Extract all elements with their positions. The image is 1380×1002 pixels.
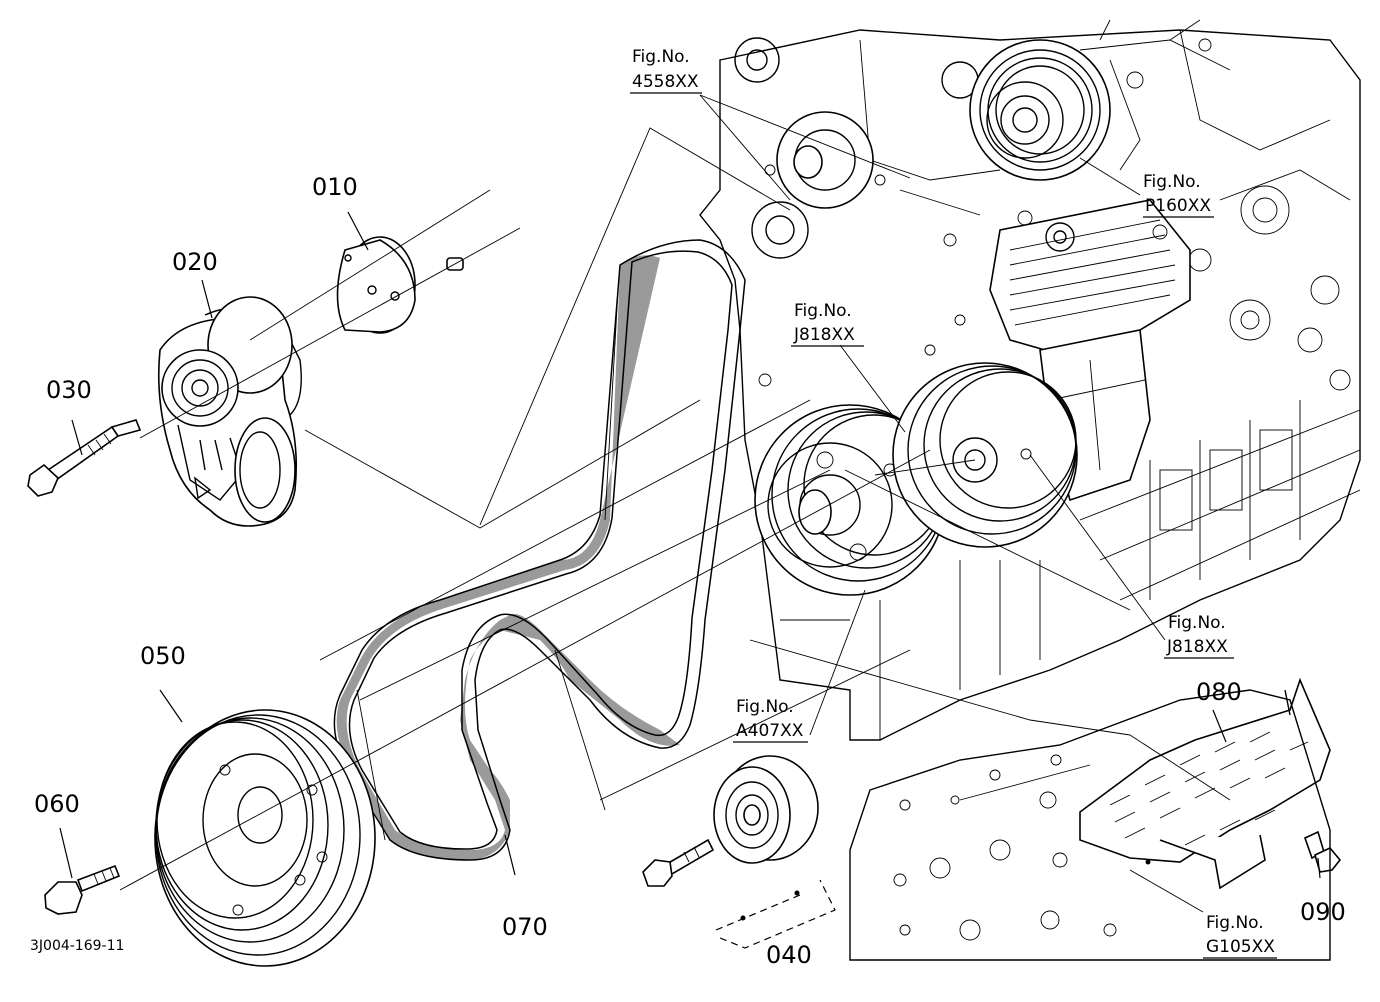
engine-block — [699, 29, 1361, 741]
part-number-040: 040 — [766, 941, 812, 969]
fig-ref-code: 4558XX — [632, 72, 699, 92]
fig-ref-g105: Fig.No. G105XX — [1203, 913, 1277, 959]
bracket-bolt — [1304, 830, 1342, 873]
compressor-pulley — [969, 19, 1231, 181]
part-number-020: 020 — [172, 248, 218, 276]
idler-pulley — [642, 755, 819, 887]
fan-pulley — [892, 362, 1078, 548]
fig-ref-code: A407XX — [736, 721, 804, 741]
fig-ref-p160: Fig.No. P160XX — [1143, 172, 1214, 218]
crankshaft-pulley — [154, 709, 376, 967]
fig-ref-j818-lower: Fig.No. J818XX — [1164, 613, 1234, 659]
fig-ref-label: Fig.No. — [1143, 172, 1201, 192]
belt-cover-bracket — [1079, 677, 1331, 890]
crankshaft-bolt — [44, 864, 121, 915]
fig-ref-a407: Fig.No. A407XX — [733, 697, 808, 743]
fig-ref-code: G105XX — [1206, 937, 1275, 957]
fig-ref-4558: Fig.No. 4558XX — [630, 47, 702, 94]
diagram-id: 3J004-169-11 — [30, 938, 124, 954]
fig-ref-label: Fig.No. — [1168, 613, 1226, 633]
drive-belt — [333, 239, 746, 861]
part-number-030: 030 — [46, 376, 92, 404]
tensioner-assembly — [157, 296, 302, 527]
fig-ref-label: Fig.No. — [632, 47, 690, 67]
part-number-050: 050 — [140, 642, 186, 670]
part-number-080: 080 — [1196, 678, 1242, 706]
part-labels: 010 020 030 040 050 060 070 080 090 — [34, 173, 1346, 969]
leader-lines — [59, 94, 1321, 949]
air-compressor — [989, 199, 1191, 502]
fig-ref-code: J818XX — [793, 325, 855, 345]
part-number-010: 010 — [312, 173, 358, 201]
tensioner-plate — [336, 236, 416, 334]
part-number-070: 070 — [502, 913, 548, 941]
fig-ref-label: Fig.No. — [794, 301, 852, 321]
tensioner-bolt — [27, 419, 142, 497]
fig-ref-j818-upper: Fig.No. J818XX — [791, 301, 864, 347]
fig-ref-label: Fig.No. — [736, 697, 794, 717]
part-number-060: 060 — [34, 790, 80, 818]
gear-case — [849, 689, 1331, 961]
fig-ref-code: J818XX — [1166, 637, 1228, 657]
figure-references: Fig.No. 4558XX Fig.No. P160XX Fig.No. J8… — [630, 47, 1277, 959]
part-number-090: 090 — [1300, 898, 1346, 926]
fig-ref-code: P160XX — [1145, 196, 1211, 216]
fig-ref-label: Fig.No. — [1206, 913, 1264, 933]
